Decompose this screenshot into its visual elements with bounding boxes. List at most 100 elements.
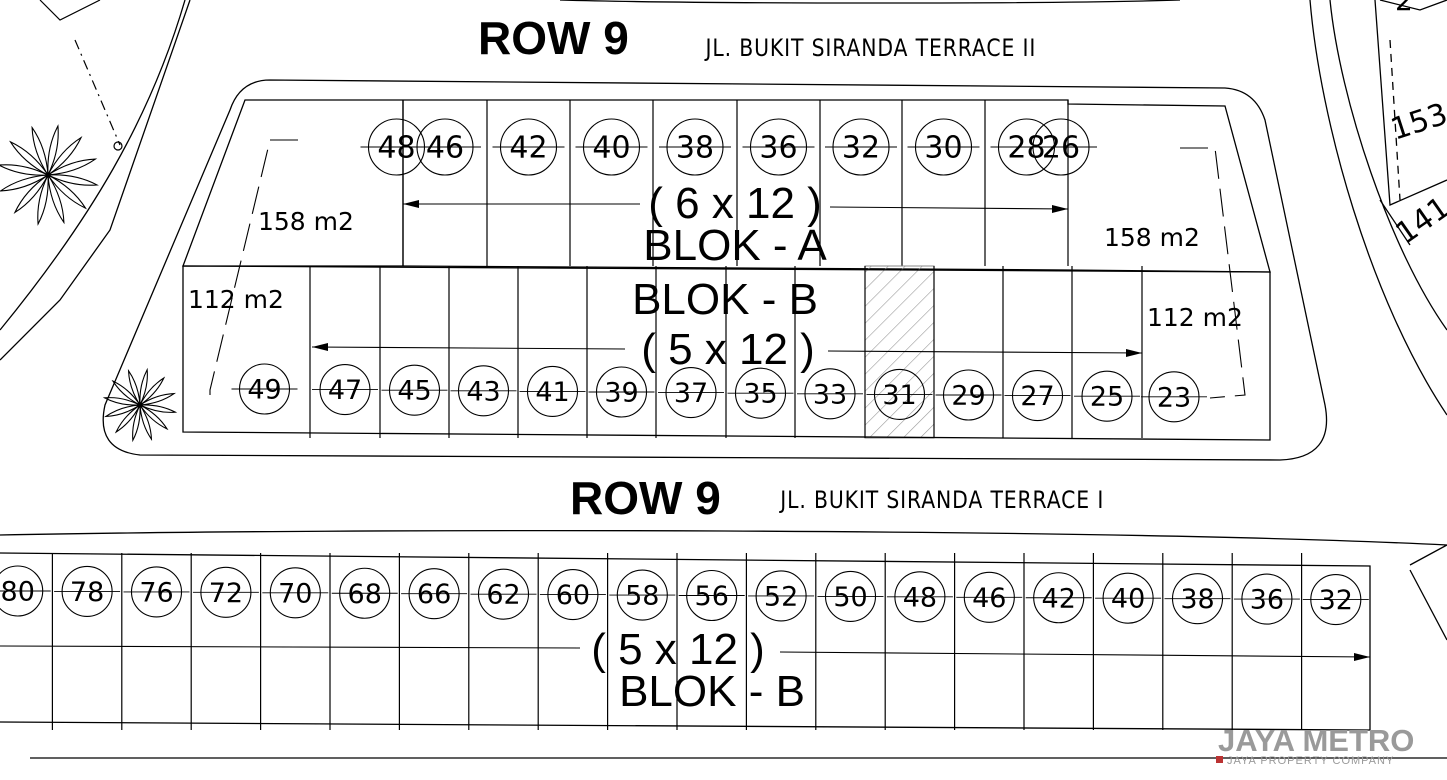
blok-a-lot-30[interactable]: 30	[901, 100, 980, 266]
tree-icon	[102, 367, 178, 443]
lot-number: 46	[972, 583, 1006, 614]
lower-lot-40[interactable]: 40	[1092, 553, 1162, 730]
blok-a-size-label: ( 6 x 12 )	[648, 179, 822, 228]
lower-lot-78[interactable]: 78	[51, 553, 121, 730]
road-curb-top-left	[0, 0, 191, 361]
blok-b-lot-47[interactable]: 47	[309, 266, 378, 438]
lot-number: 26	[1042, 131, 1080, 166]
road-curb-left	[0, 0, 186, 331]
lot-number: 70	[278, 578, 312, 609]
road-edge-right-curve	[1309, 0, 1447, 416]
blok-b-lot-23[interactable]: 23	[1141, 266, 1207, 438]
lot-number: 76	[139, 577, 173, 608]
blok-b-lot-35[interactable]: 35	[725, 266, 794, 438]
lot-number: 40	[592, 131, 630, 166]
blok-b-size-label: ( 5 x 12 )	[641, 325, 815, 374]
lot-number: 60	[556, 580, 590, 611]
lower-lot-56[interactable]: 56	[676, 553, 745, 730]
lower-lot-76[interactable]: 76	[121, 553, 190, 730]
lower-name-label: BLOK - B	[619, 667, 805, 716]
lot-number: 50	[833, 582, 867, 613]
lot-number: 33	[813, 379, 847, 410]
lot-number: 29	[951, 381, 985, 412]
blok-b-lot-25[interactable]: 25	[1071, 266, 1140, 438]
lower-lot-62[interactable]: 62	[468, 553, 537, 730]
lower-lot-72[interactable]: 72	[190, 553, 259, 730]
blok-b-lot-41[interactable]: 41	[517, 266, 586, 438]
lot-number: 40	[1111, 584, 1145, 615]
blok-a-lot-28[interactable]: 28	[984, 100, 1063, 266]
lot-number: 49	[247, 375, 281, 406]
blok-b-name-label: BLOK - B	[632, 275, 818, 324]
blok-b-lot-37[interactable]: 37	[655, 266, 724, 438]
road-edge-top	[559, 0, 1181, 4]
blok-a-lot-36[interactable]: 36	[736, 100, 815, 266]
lot-number: 32	[1319, 585, 1353, 616]
blok-b-lot-39[interactable]: 39	[586, 266, 655, 438]
lot-number: 25	[1090, 382, 1124, 413]
blok-a-lot-46[interactable]: 46	[402, 100, 481, 266]
lot-number: 72	[209, 578, 243, 609]
lower-lot-80[interactable]: 80	[0, 565, 51, 617]
lot-number: 80	[1, 577, 35, 608]
area-label-blok-b-right: 112 m2	[1147, 303, 1243, 332]
row-title-top: ROW 9	[478, 12, 629, 64]
lot-number: 78	[70, 577, 104, 608]
blok-a-lot-40[interactable]: 40	[569, 100, 648, 266]
blok-b-lot-49[interactable]: 49	[231, 363, 298, 415]
lower-lot-50[interactable]: 50	[815, 553, 884, 730]
lot-number: 52	[764, 581, 798, 612]
lot-number: 37	[674, 378, 708, 409]
lot-number: 46	[426, 131, 464, 166]
lot-number: 36	[1250, 585, 1284, 616]
brand-name: JAYA METRO	[1218, 723, 1414, 758]
lot-number: 68	[348, 579, 382, 610]
blok-a-lot-48[interactable]: 48	[360, 118, 433, 176]
blok-a-lot-42[interactable]: 42	[486, 100, 565, 266]
lower-lot-58[interactable]: 58	[606, 553, 676, 730]
tree-icon	[0, 124, 99, 226]
blok-b-lot-27[interactable]: 27	[1002, 266, 1071, 438]
lot-number: 41	[535, 377, 569, 408]
lower-lot-46[interactable]: 46	[953, 553, 1023, 730]
blok-a-name-label: BLOK - A	[643, 221, 827, 270]
lower-lot-42[interactable]: 42	[1023, 553, 1092, 730]
lower-lot-68[interactable]: 68	[329, 553, 398, 730]
blok-a-lot-26[interactable]: 26	[1025, 100, 1097, 266]
neighbor-lot-label-153: 153	[1387, 97, 1447, 148]
lot-number: 39	[604, 378, 638, 409]
blok-b-lot-29[interactable]: 29	[933, 266, 1002, 438]
lot-number: 58	[625, 581, 659, 612]
area-label-blok-a-right: 158 m2	[1104, 223, 1200, 252]
street-line-lower	[0, 529, 1447, 546]
lower-lot-32[interactable]: 32	[1300, 553, 1369, 730]
lower-lot-38[interactable]: 38	[1162, 553, 1231, 730]
lower-lot-48[interactable]: 48	[884, 553, 953, 730]
lower-lot-70[interactable]: 70	[260, 553, 329, 730]
street-name-top: JL. BUKIT SIRANDA TERRACE II	[704, 34, 1037, 62]
street-name-bottom: JL. BUKIT SIRANDA TERRACE I	[778, 486, 1104, 514]
lower-lot-52[interactable]: 52	[745, 553, 815, 730]
lower-lot-66[interactable]: 66	[398, 553, 468, 730]
lot-number: 28	[1007, 131, 1045, 166]
lot-number: 38	[676, 131, 714, 166]
blok-b-lot-33[interactable]: 33	[794, 266, 863, 438]
lower-row-lots: 80 78 76 72 70 68 66 62 60 58 56 52 50 48 46 42 40 38 36 32	[0, 552, 1371, 731]
lot-number: 45	[397, 376, 431, 407]
lower-lot-36[interactable]: 36	[1231, 553, 1300, 730]
lot-number: 62	[486, 580, 520, 611]
blok-a-lot-32[interactable]: 32	[819, 100, 897, 266]
neighbor-lots	[1374, 0, 1447, 641]
lot-number: 47	[328, 375, 362, 406]
neighbor-corner-top-left	[39, 0, 123, 151]
road-edge-right-curve2	[1329, 0, 1447, 331]
lot-number: 43	[466, 376, 500, 407]
lot-number: 30	[924, 131, 962, 166]
blok-b-lot-45[interactable]: 45	[379, 266, 448, 438]
lot-number: 38	[1180, 584, 1214, 615]
lower-lot-60[interactable]: 60	[537, 553, 606, 730]
lot-number: 66	[417, 579, 451, 610]
blok-a-lot-38[interactable]: 38	[652, 100, 731, 266]
blok-b-lot-43[interactable]: 43	[448, 266, 517, 438]
